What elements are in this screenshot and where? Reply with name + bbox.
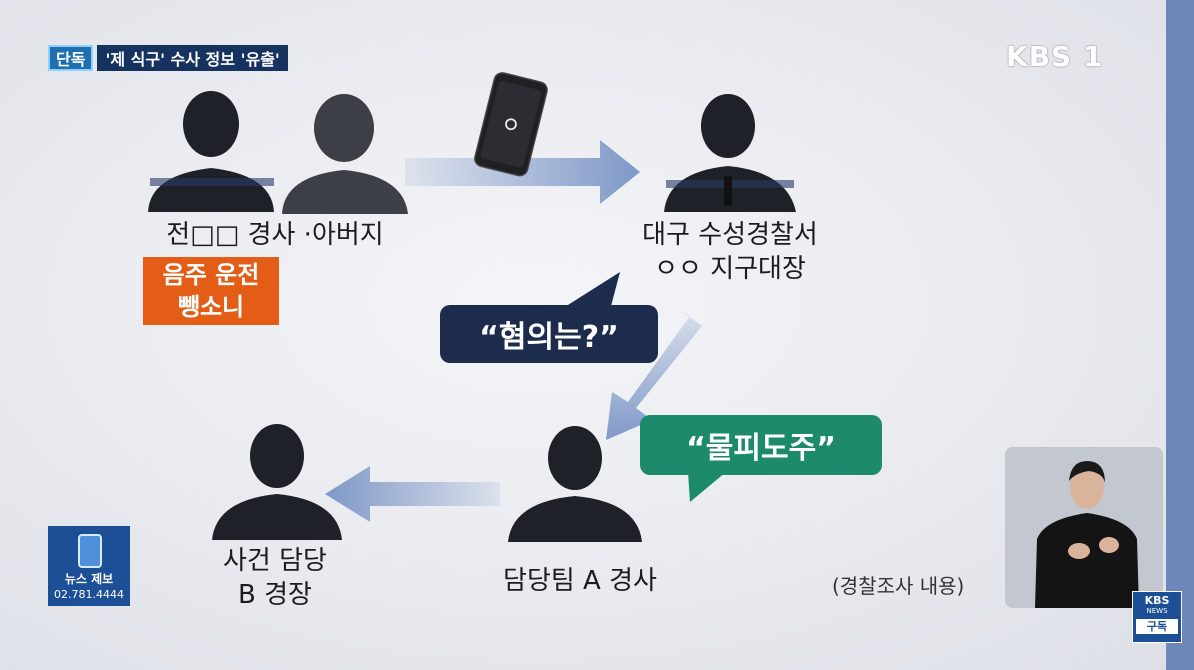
news-headline-bar: 단독 '제 식구' 수사 정보 '유출' bbox=[48, 45, 288, 71]
charges-box: 음주 운전 뺑소니 bbox=[143, 257, 279, 325]
person-silhouette-officer-b bbox=[212, 424, 342, 540]
phone-icon bbox=[474, 72, 548, 177]
label-station-line1: 대구 수성경찰서 bbox=[642, 220, 818, 250]
label-officer-b-line2: B 경장 bbox=[238, 580, 312, 610]
label-officer-b-line1: 사건 담당 bbox=[223, 546, 327, 576]
subscribe-sub: NEWS bbox=[1146, 607, 1168, 615]
person-silhouette-station-chief bbox=[664, 94, 796, 212]
sign-language-interpreter bbox=[1005, 447, 1163, 608]
person-silhouette-officer-jeon bbox=[148, 91, 274, 212]
person-silhouette-officer-a bbox=[508, 426, 642, 542]
arrow-down-left bbox=[606, 310, 702, 440]
question-bubble: “혐의는?” bbox=[440, 305, 658, 363]
answer-bubble: “물피도주” bbox=[640, 415, 882, 475]
label-station: 대구 수성경찰서 ㅇㅇ 지구대장 bbox=[620, 218, 840, 286]
news-tip-box[interactable]: 뉴스 제보 02.781.4444 bbox=[48, 526, 130, 606]
subscribe-brand: KBS bbox=[1144, 594, 1170, 607]
exclusive-badge: 단독 bbox=[48, 45, 94, 71]
question-bubble-tail bbox=[560, 272, 620, 310]
caption-source: (경찰조사 내용) bbox=[832, 574, 965, 598]
label-officer-a: 담당팀 A 경사 bbox=[503, 566, 657, 596]
interpreter-figure bbox=[1005, 447, 1163, 608]
label-officer-b: 사건 담당 B 경장 bbox=[200, 544, 350, 612]
relationship-diagram bbox=[148, 72, 796, 542]
subscribe-action: 구독 bbox=[1136, 619, 1178, 634]
arrow-left-bottom bbox=[325, 466, 500, 522]
label-station-line2: ㅇㅇ 지구대장 bbox=[654, 254, 806, 284]
answer-bubble-tail bbox=[688, 472, 726, 502]
right-edge-bar bbox=[1166, 0, 1194, 670]
news-tip-phone: 02.781.4444 bbox=[54, 588, 124, 601]
charge-hit-and-run: 뺑소니 bbox=[177, 293, 245, 321]
phone-icon bbox=[78, 534, 102, 568]
label-jeon-and-father: 전□□ 경사 ·아버지 bbox=[166, 220, 384, 250]
charge-drunk-driving: 음주 운전 bbox=[162, 261, 260, 289]
headline-text: '제 식구' 수사 정보 '유출' bbox=[97, 45, 288, 71]
person-silhouette-father bbox=[282, 94, 408, 214]
kbs-subscribe-button[interactable]: KBS NEWS 구독 bbox=[1132, 591, 1182, 643]
news-tip-label: 뉴스 제보 bbox=[64, 572, 114, 586]
kbs-logo: KBS 1 bbox=[1006, 40, 1104, 73]
